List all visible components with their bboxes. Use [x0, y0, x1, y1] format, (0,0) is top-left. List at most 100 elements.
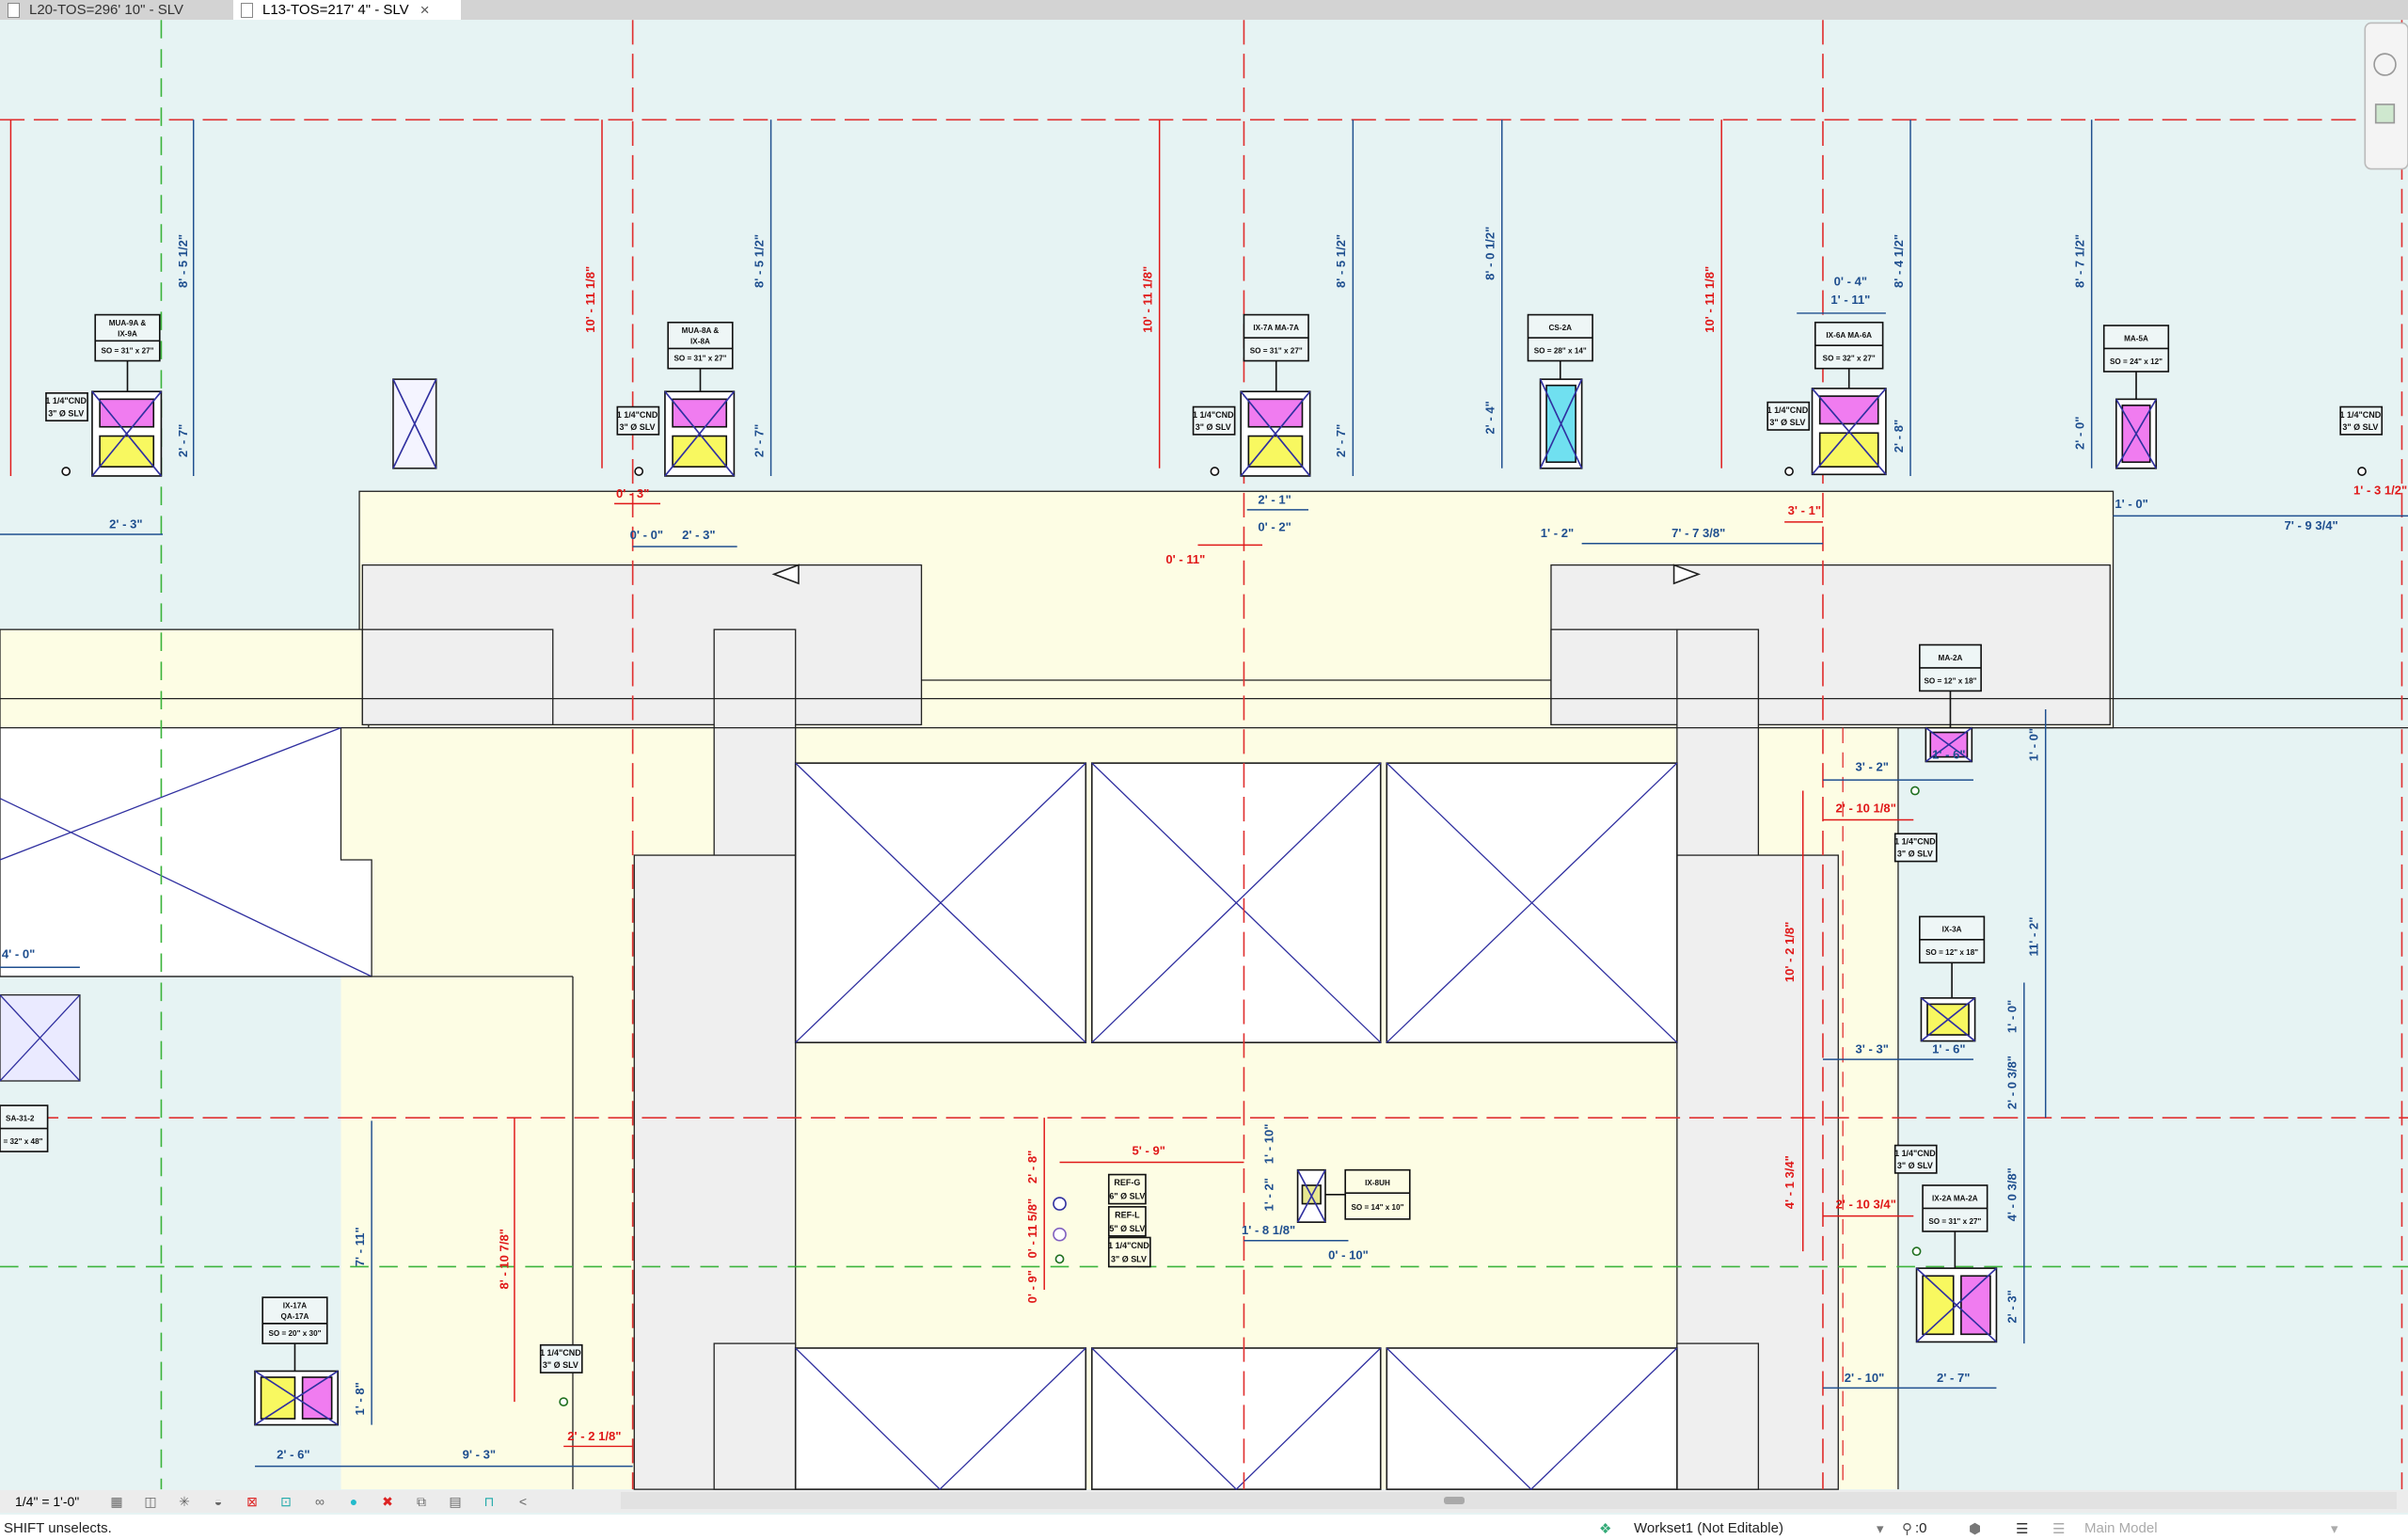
- svg-text:4' - 0 3/8": 4' - 0 3/8": [2005, 1167, 2020, 1221]
- svg-text:2' - 2 1/8": 2' - 2 1/8": [567, 1429, 621, 1443]
- svg-text:SO = 14" x 10": SO = 14" x 10": [1351, 1203, 1403, 1212]
- svg-text:SO = 31" x 27": SO = 31" x 27": [1928, 1217, 1981, 1226]
- chevron-down-icon[interactable]: ▾: [2331, 1521, 2338, 1537]
- shadows-icon[interactable]: ◒: [214, 1494, 223, 1509]
- svg-text:2' - 0": 2' - 0": [2073, 417, 2087, 450]
- editing-requests-count[interactable]: :0: [1915, 1520, 1927, 1536]
- svg-text:SO = 20" x 30": SO = 20" x 30": [268, 1329, 321, 1338]
- svg-text:7' - 9 3/4": 7' - 9 3/4": [2285, 518, 2338, 532]
- svg-text:2' - 10": 2' - 10": [1845, 1371, 1885, 1385]
- svg-text:SO = 24" x 12": SO = 24" x 12": [2110, 357, 2162, 366]
- svg-text:9' - 3": 9' - 3": [463, 1448, 496, 1462]
- sleeve-tag-ref-g: REF-G6" Ø SLV: [1107, 1173, 1147, 1205]
- collapse-icon[interactable]: <: [518, 1494, 528, 1509]
- unit-ix-3a: [1920, 997, 1976, 1042]
- svg-text:7' - 11": 7' - 11": [353, 1227, 367, 1266]
- svg-text:1' - 11": 1' - 11": [1830, 293, 1870, 307]
- constraints-icon[interactable]: ⊓: [483, 1494, 495, 1509]
- tab-l13-tos[interactable]: L13-TOS=217' 4" - SLV ×: [233, 0, 461, 20]
- equipment-units[interactable]: [61, 378, 2367, 1426]
- svg-text:2' - 6": 2' - 6": [277, 1448, 309, 1462]
- view-scale[interactable]: 1/4" = 1'-0": [15, 1494, 80, 1509]
- svg-text:IX-2A MA-2A: IX-2A MA-2A: [1932, 1194, 1978, 1202]
- tab-label: L13-TOS=217' 4" - SLV: [262, 2, 409, 18]
- svg-text:1' - 10": 1' - 10": [1261, 1124, 1275, 1165]
- svg-text:SO = 32" x 27": SO = 32" x 27": [1823, 355, 1876, 363]
- active-workset-dropdown[interactable]: Workset1 (Not Editable): [1634, 1520, 1783, 1536]
- svg-text:8' - 0 1/2": 8' - 0 1/2": [1483, 227, 1497, 280]
- svg-text:0' - 10": 0' - 10": [1328, 1247, 1369, 1262]
- dimension-labels: 8' - 5 1/2"2' - 7" 8' - 5 1/2"2' - 7" 8'…: [2, 227, 2407, 1462]
- svg-text:3" Ø SLV: 3" Ø SLV: [1769, 418, 1805, 427]
- svg-text:8' - 7 1/2": 8' - 7 1/2": [2073, 234, 2087, 288]
- svg-text:QA-17A: QA-17A: [281, 1312, 309, 1321]
- svg-text:7' - 7 3/8": 7' - 7 3/8": [1671, 526, 1725, 540]
- unit-mua-8a: [664, 390, 736, 477]
- svg-text:2' - 1": 2' - 1": [1258, 492, 1291, 506]
- unit-ma-5a: [2115, 398, 2158, 469]
- temporary-view-properties-icon[interactable]: ⧉: [417, 1494, 426, 1509]
- svg-text:1' - 0": 1' - 0": [2005, 1000, 2020, 1033]
- unit-mua-9a: [91, 390, 163, 477]
- design-options-icon[interactable]: ⬢: [1969, 1521, 1982, 1537]
- scrollbar-thumb[interactable]: [1444, 1497, 1465, 1504]
- shaft-openings: [392, 378, 1702, 1491]
- svg-text:10' - 11 1/8": 10' - 11 1/8": [583, 266, 597, 333]
- svg-text:3" Ø SLV: 3" Ø SLV: [48, 408, 84, 418]
- horizontal-scrollbar[interactable]: [621, 1492, 2397, 1509]
- analytical-model-icon[interactable]: ▤: [449, 1494, 462, 1509]
- svg-text:IX-7A MA-7A: IX-7A MA-7A: [1253, 324, 1299, 332]
- svg-text:3' - 2": 3' - 2": [1855, 759, 1888, 773]
- svg-text:0' - 4": 0' - 4": [1834, 275, 1867, 289]
- svg-text:3" Ø SLV: 3" Ø SLV: [620, 422, 656, 432]
- svg-text:2' - 10 3/4": 2' - 10 3/4": [1835, 1197, 1895, 1211]
- svg-text:0' - 2": 0' - 2": [1258, 520, 1291, 534]
- svg-text:2' - 4": 2' - 4": [1483, 401, 1497, 434]
- svg-text:2' - 7": 2' - 7": [752, 424, 766, 457]
- design-option-dropdown[interactable]: Main Model: [2084, 1520, 2158, 1536]
- unit-ma-2a: [1925, 726, 1973, 763]
- svg-text:8' - 5 1/2": 8' - 5 1/2": [1334, 234, 1348, 288]
- svg-text:8' - 5 1/2": 8' - 5 1/2": [176, 234, 190, 288]
- svg-text:IX-3A: IX-3A: [1942, 926, 1962, 934]
- show-crop-region-icon[interactable]: ⊡: [280, 1494, 292, 1509]
- tab-l20-tos[interactable]: L20-TOS=296' 10" - SLV: [0, 0, 228, 20]
- tag-ix-7a: IX-7A MA-7A SO = 31" x 27": [1243, 313, 1309, 392]
- unit-ix-8uh: [1296, 1168, 1326, 1223]
- tag-ix-2a: IX-2A MA-2A SO = 31" x 27": [1922, 1184, 1988, 1269]
- visual-style-icon[interactable]: ◫: [144, 1494, 157, 1509]
- svg-text:MUA-9A &: MUA-9A &: [109, 319, 147, 327]
- navigation-wheel[interactable]: [2364, 22, 2408, 170]
- svg-text:1 1/4"CND: 1 1/4"CND: [1108, 1241, 1149, 1250]
- sun-path-icon[interactable]: ✳: [179, 1494, 190, 1509]
- detail-level-icon[interactable]: ▦: [110, 1494, 123, 1509]
- exclude-options-icon[interactable]: ☰: [2016, 1521, 2029, 1537]
- temporary-hide-icon[interactable]: ∞: [315, 1494, 325, 1509]
- svg-text:6" Ø SLV: 6" Ø SLV: [1109, 1192, 1145, 1201]
- reveal-hidden-icon[interactable]: ●: [349, 1494, 358, 1509]
- chevron-down-icon[interactable]: ▾: [1877, 1521, 1884, 1537]
- svg-text:2' - 0 3/8": 2' - 0 3/8": [2005, 1056, 2020, 1109]
- svg-text:0' - 9": 0' - 9": [1025, 1270, 1039, 1303]
- svg-text:2' - 3": 2' - 3": [682, 528, 715, 542]
- svg-text:SO = 31" x 27": SO = 31" x 27": [1250, 346, 1303, 355]
- svg-text:8' - 10 7/8": 8' - 10 7/8": [497, 1229, 511, 1289]
- sleeve-tag-ref-l: REF-L5" Ø SLV: [1107, 1206, 1147, 1237]
- svg-text:IX-17A: IX-17A: [283, 1302, 307, 1310]
- crop-view-icon[interactable]: ⊠: [246, 1494, 258, 1509]
- svg-text:11' - 2": 11' - 2": [2027, 917, 2041, 957]
- svg-text:0' - 3": 0' - 3": [616, 486, 649, 500]
- close-tab-icon[interactable]: ×: [420, 0, 430, 19]
- svg-text:IX-8A: IX-8A: [690, 338, 710, 346]
- worksharing-display-icon[interactable]: ✖: [382, 1494, 393, 1509]
